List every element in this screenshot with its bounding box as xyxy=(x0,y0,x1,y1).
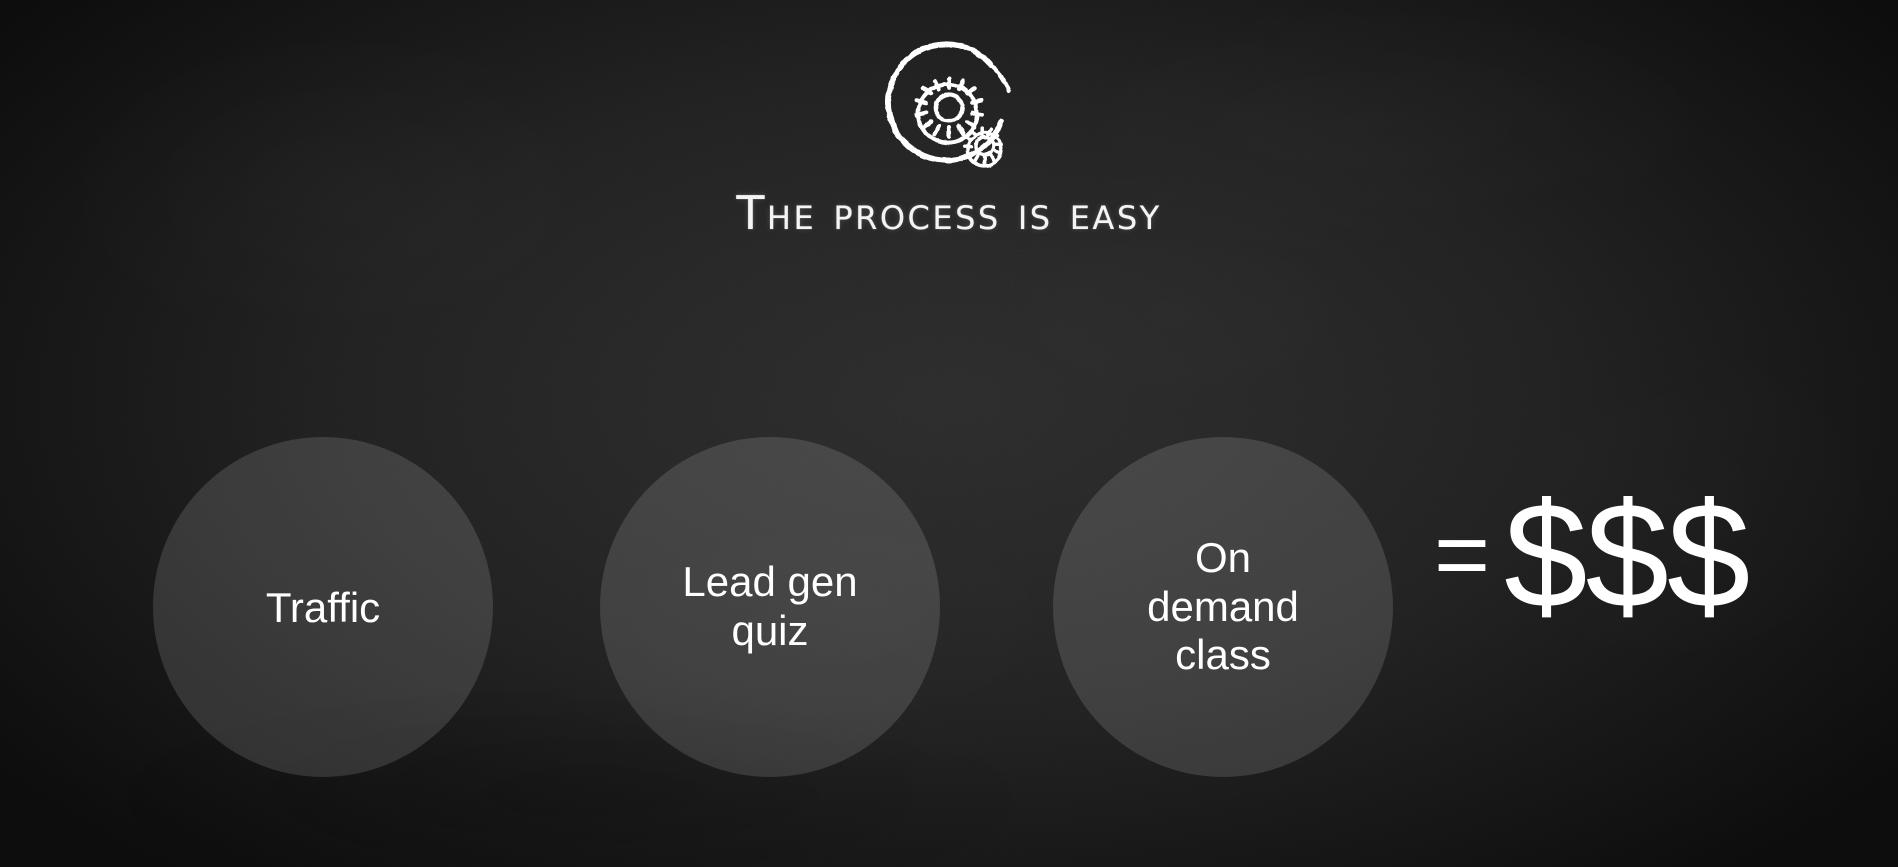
funnel-node-lead-gen-quiz[interactable]: Lead gen quiz xyxy=(600,437,940,777)
equals-sign: = xyxy=(1434,501,1491,608)
page-title: The process is easy xyxy=(736,186,1162,240)
result-expression: = $$$ xyxy=(1434,471,1750,639)
process-funnel: Traffic Lead gen quiz On demand class xyxy=(0,437,1898,782)
funnel-node-label: Lead gen quiz xyxy=(682,558,858,654)
gears-icon xyxy=(885,41,1011,168)
funnel-node-on-demand-class[interactable]: On demand class xyxy=(1053,437,1393,777)
funnel-node-label: Traffic xyxy=(265,583,381,631)
slide-header: The process is easy xyxy=(0,28,1898,240)
money-symbols: $$$ xyxy=(1504,471,1750,639)
funnel-node-traffic[interactable]: Traffic xyxy=(153,437,493,777)
funnel-node-label: On demand class xyxy=(1147,533,1299,679)
